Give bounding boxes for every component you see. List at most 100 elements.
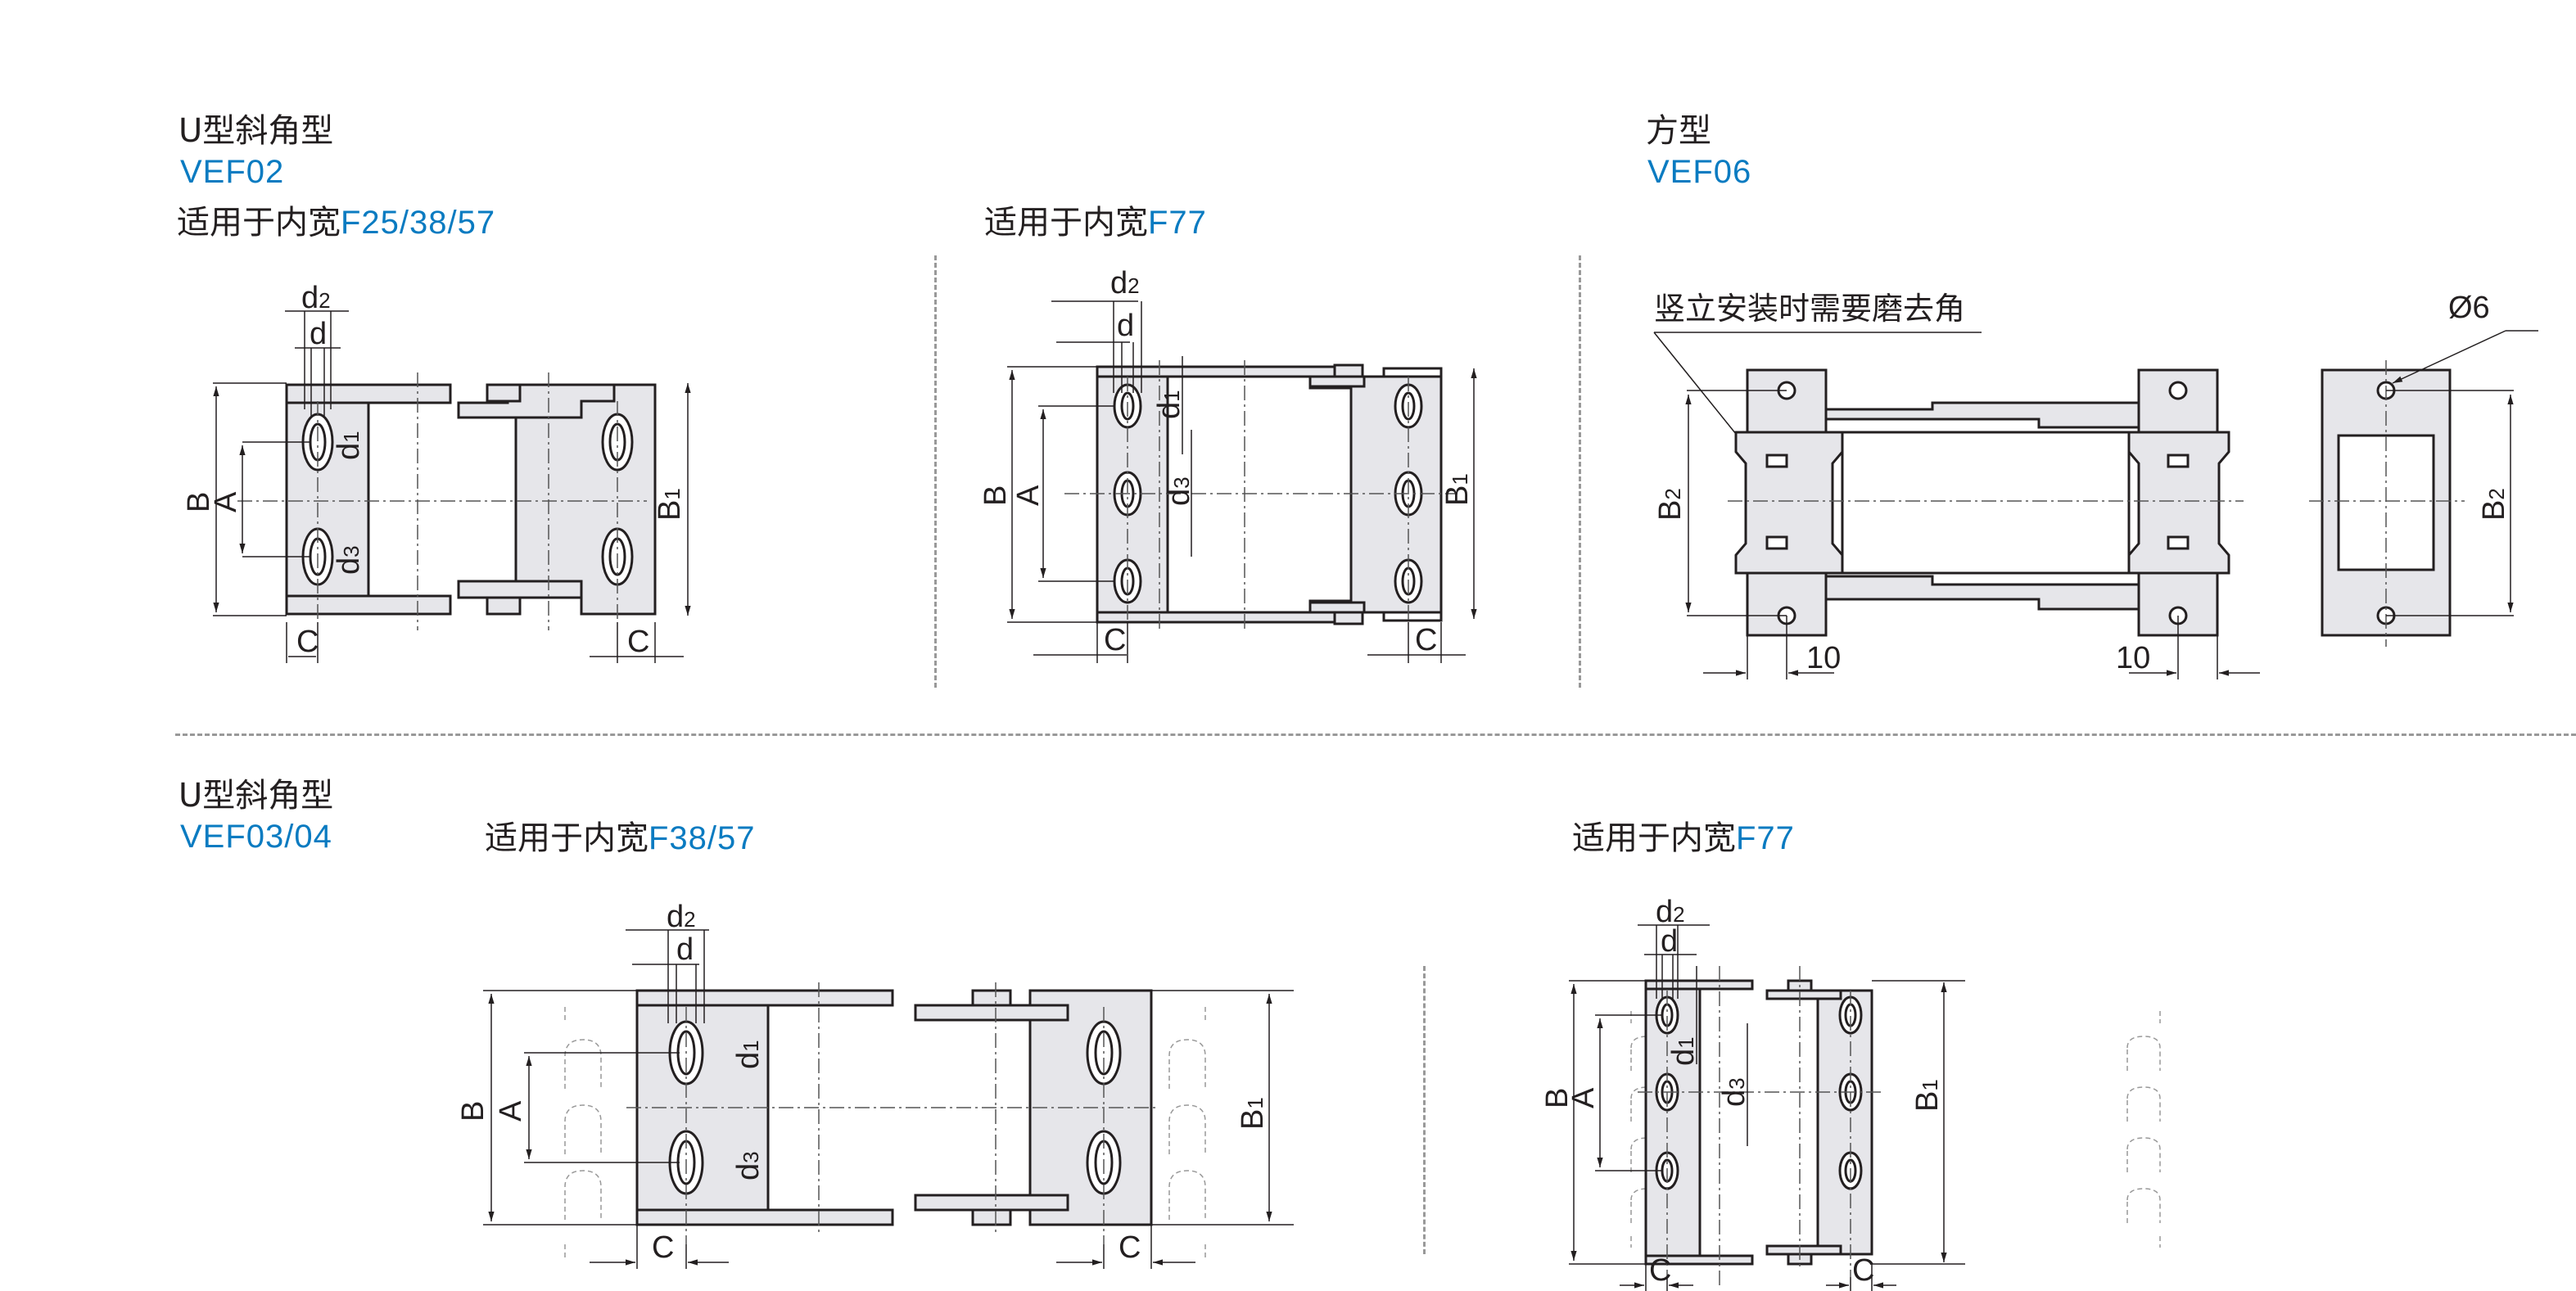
dim-c-left-label: C [296, 625, 319, 659]
top-flange [1096, 365, 1363, 378]
dim-d-label: d [1117, 309, 1134, 343]
dim-c-right-label: C [1852, 1253, 1874, 1288]
vef0304-variant-1-title: 适用于内宽F38/57 [485, 819, 756, 858]
variant-prefix: 适用于内宽 [485, 819, 649, 857]
top-flange [635, 989, 894, 1007]
slot-rect [2167, 535, 2190, 550]
variant-prefix: 适用于内宽 [984, 204, 1148, 241]
vef02-variant-2-title: 适用于内宽F77 [984, 203, 1207, 242]
vef02-variant-1-title: 适用于内宽F25/38/57 [177, 203, 495, 242]
dim-d1-label: d1 [1152, 390, 1186, 419]
vef02-code: VEF02 [180, 154, 285, 190]
drawing-vef0304-f77: d2 d B A d1 d3 B1 C C [1540, 895, 2161, 1291]
dim-b1-label: B1 [1236, 1097, 1270, 1130]
vertical-separator-2 [1579, 255, 1581, 688]
dim-d1-label: d1 [332, 431, 366, 460]
dim-d3-label: d3 [731, 1151, 766, 1180]
dim-b1-label: B1 [1440, 473, 1475, 506]
dim-c-right-label: C [1119, 1230, 1141, 1265]
hole-diameter-label: Ø6 [2448, 291, 2490, 325]
dim-c-left-label: C [652, 1230, 674, 1265]
variant-widths: F77 [1736, 820, 1795, 856]
dim-b-label: B [456, 1101, 490, 1122]
right-bottom-flange [1308, 601, 1366, 614]
right-bottom-flange [457, 580, 583, 599]
middle-window [1841, 431, 2131, 575]
slot-rect [1765, 454, 1788, 468]
vef0304-type-label: U型斜角型 [179, 777, 334, 815]
dim-d2-label: d2 [667, 900, 696, 934]
right-top-flange [1308, 375, 1366, 388]
drawing-vef06: 竖立安装时需要磨去角 Ø6 B2 B2 10 10 [1653, 291, 2538, 679]
dim-b2-left-label: B2 [1653, 488, 1688, 521]
right-plate [1816, 989, 1873, 1256]
drawing-vef02-f25-38-57: d2 d B A d1 d3 B1 C C [182, 281, 691, 663]
cable-chain-outline-left [564, 1007, 602, 1261]
right-top-tab [971, 989, 1012, 1007]
dim-d1-label: d1 [731, 1040, 766, 1069]
hole-dia-leader [2392, 330, 2506, 384]
dim-d-label: d [1661, 924, 1678, 959]
vertical-separator-1 [934, 255, 937, 688]
slot-rect [1765, 535, 1788, 550]
dim-d3-label: d3 [1717, 1077, 1751, 1107]
dim-b1-label: B1 [1910, 1079, 1945, 1112]
variant-prefix: 适用于内宽 [1572, 819, 1736, 857]
horizontal-separator [175, 734, 2576, 736]
dim-d3-label: d3 [332, 545, 366, 575]
dim-d3-label: d3 [1162, 476, 1196, 506]
vef0304-code: VEF03/04 [180, 819, 332, 855]
dim-b-label: B [1540, 1088, 1575, 1108]
dim-c-left-label: C [1104, 623, 1126, 657]
right-bottom-tab [971, 1208, 1012, 1226]
vef06-type-label: 方型 [1646, 112, 1711, 150]
dim-a-label: A [1566, 1087, 1601, 1108]
dim-b-label: B [978, 485, 1013, 506]
top-flange [1644, 979, 1754, 991]
cable-chain-outline-right [2126, 1011, 2161, 1248]
dim-b1-label: B1 [653, 488, 687, 521]
right-top-tab [1333, 363, 1364, 378]
right-plate [514, 383, 657, 616]
dim-c-right-label: C [1415, 623, 1437, 657]
variant-widths: F25/38/57 [341, 205, 496, 241]
right-clip [2127, 431, 2230, 575]
right-top-tab [486, 383, 522, 403]
bottom-flange [635, 1208, 894, 1226]
dim-10-left-label: 10 [1806, 641, 1841, 675]
dim-d-label: d [310, 317, 327, 351]
bottom-flange [1096, 611, 1363, 624]
vef0304-variant-2-title: 适用于内宽F77 [1572, 819, 1795, 858]
cable-chain-outline-right [1168, 1007, 1206, 1261]
dim-a-label: A [494, 1100, 528, 1122]
dim-d2-label: d2 [1656, 895, 1685, 929]
vef02-type-label: U型斜角型 [179, 112, 334, 150]
dim-d2-label: d2 [301, 281, 331, 315]
right-top-flange [914, 1004, 1069, 1022]
top-flange [285, 383, 452, 404]
dim-a-label: A [1011, 485, 1046, 506]
variant-widths: F77 [1148, 205, 1207, 241]
mount-hole [2168, 381, 2188, 400]
top-bar [1824, 401, 2140, 429]
variant-widths: F38/57 [649, 820, 756, 856]
right-bottom-flange [914, 1194, 1069, 1212]
drawing-vef02-f77: d2 d B A d1 d3 B1 C C [978, 266, 1477, 663]
vef06-code: VEF06 [1647, 154, 1752, 190]
dim-d1-label: d1 [1666, 1036, 1701, 1066]
grind-corner-note: 竖立安装时需要磨去角 [1654, 291, 1965, 327]
left-clip [1734, 431, 1844, 575]
right-bottom-tab [1333, 611, 1364, 625]
variant-prefix: 适用于内宽 [177, 204, 341, 241]
bottom-flange [1644, 1254, 1754, 1266]
dim-10-right-label: 10 [2116, 641, 2150, 675]
drawing-vef0304-f38-57: d2 d B A d1 d3 B1 C C [456, 900, 1294, 1269]
dim-b2-right-label: B2 [2477, 488, 2511, 521]
dim-c-right-label: C [627, 625, 649, 659]
dim-d2-label: d2 [1110, 266, 1140, 300]
dim-c-left-label: C [1649, 1253, 1671, 1288]
right-bottom-tab [486, 596, 522, 616]
slot-rect [2167, 454, 2190, 468]
bottom-flange [285, 594, 452, 616]
dim-d-label: d [676, 932, 694, 967]
